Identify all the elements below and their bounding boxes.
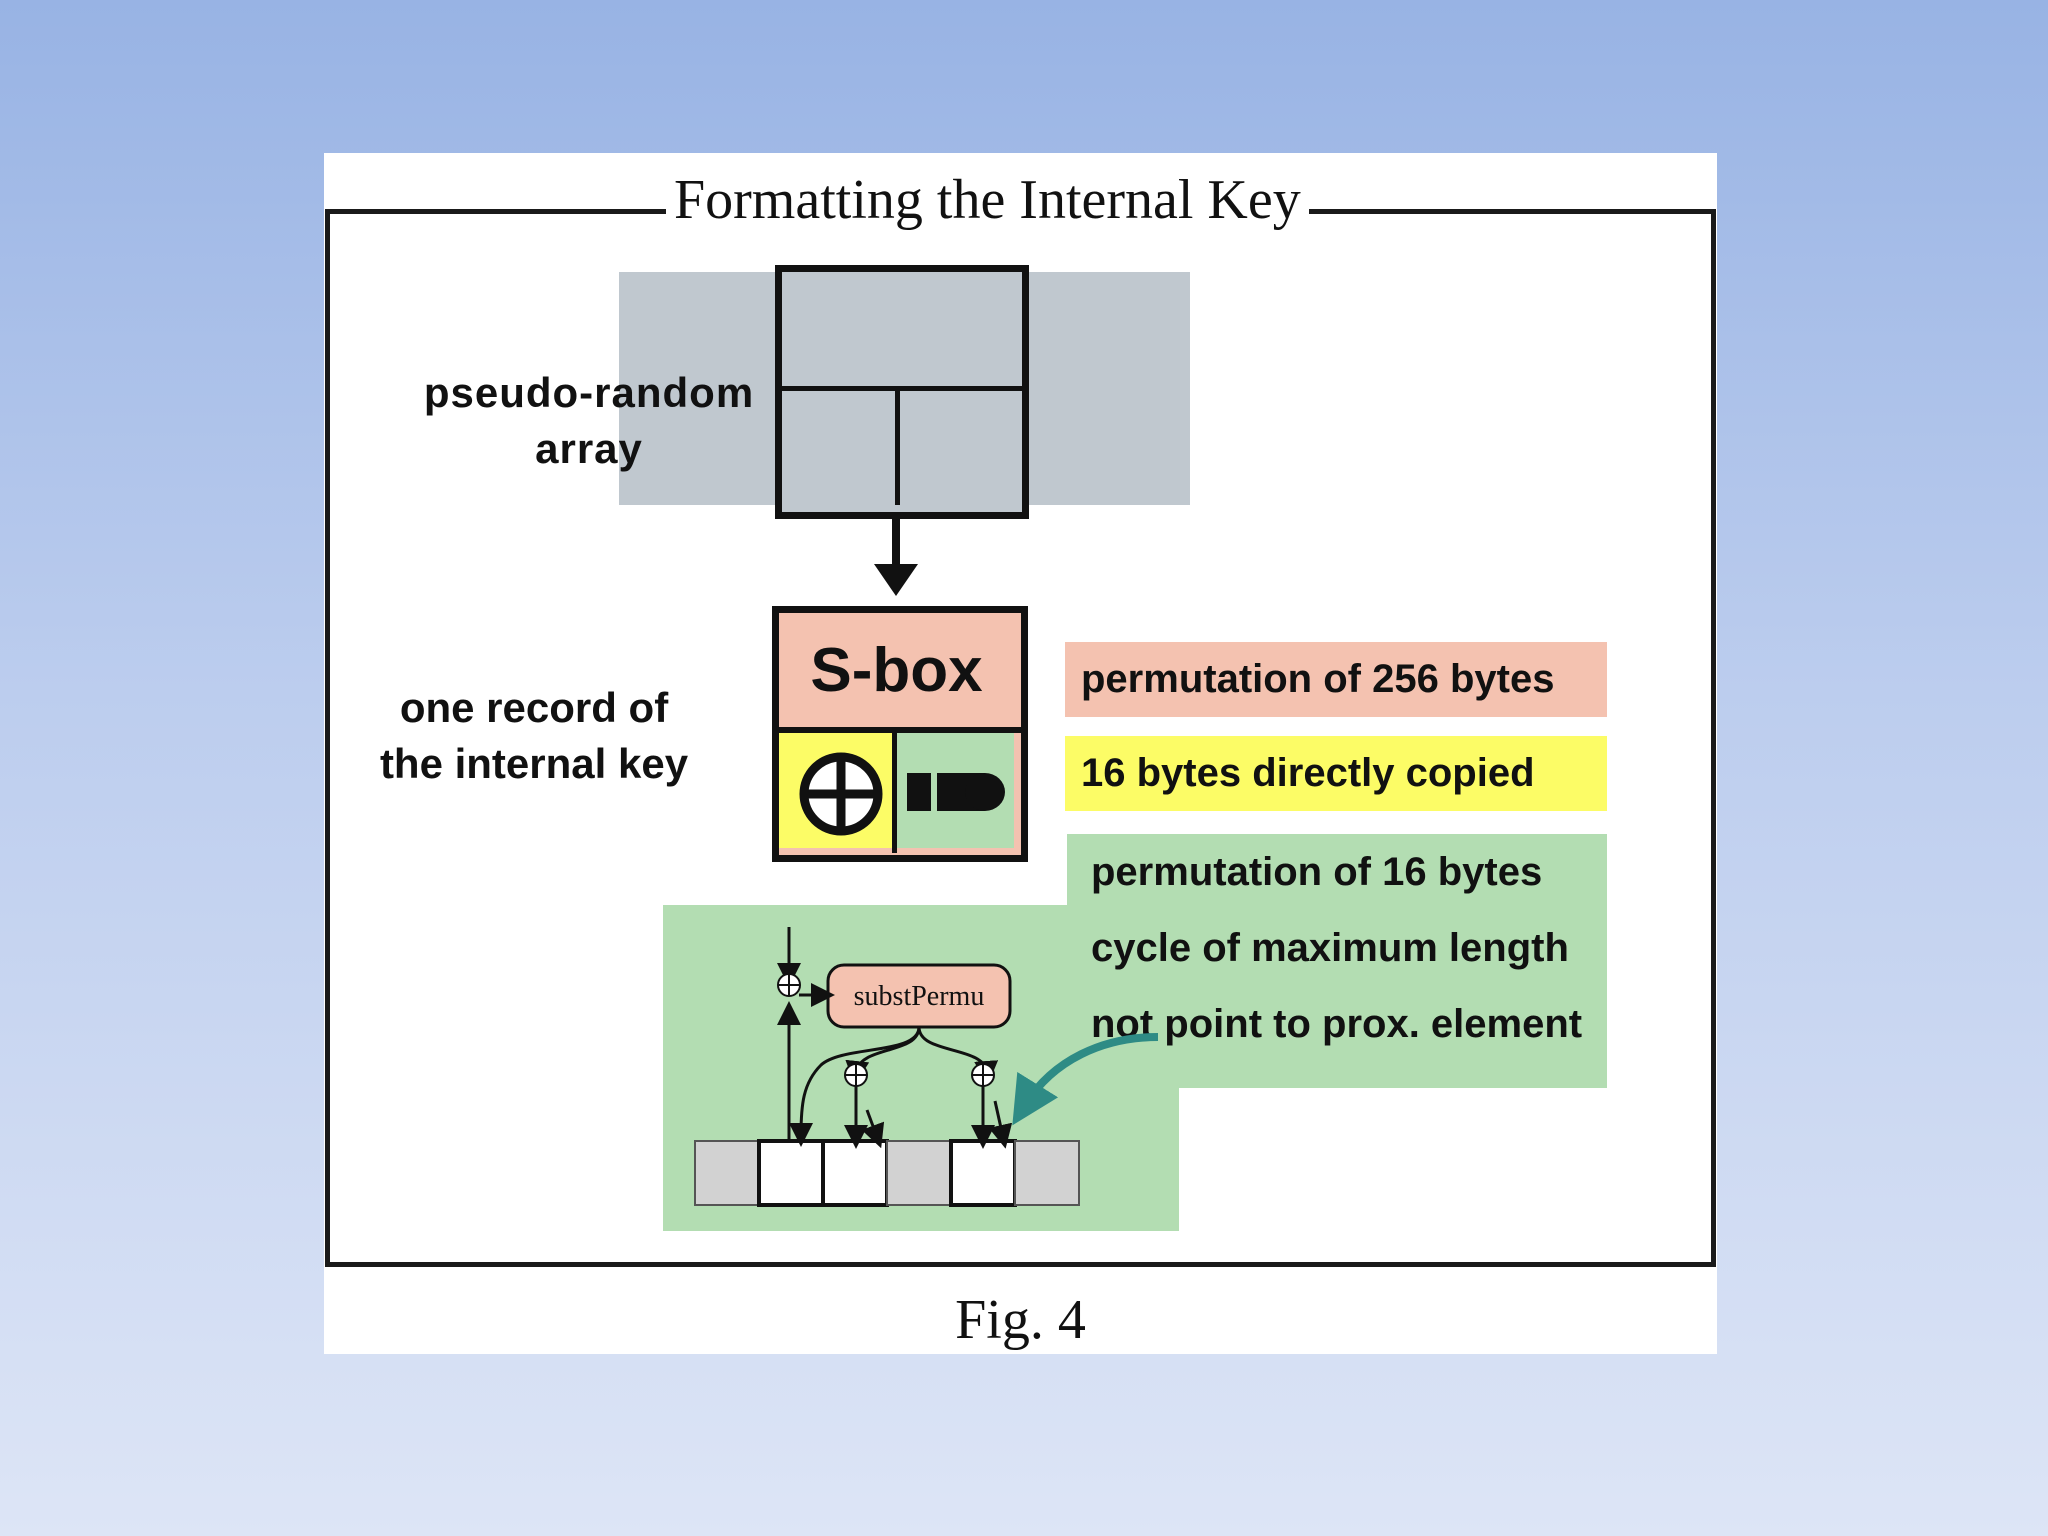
curved-arrow-icon <box>1012 1033 1159 1126</box>
array-divider-horizontal <box>775 386 1029 391</box>
figure-card: Formatting the Internal Key pseudo-rando… <box>324 153 1717 1354</box>
cylinder-icon <box>907 773 1005 811</box>
array-cells <box>694 1139 1080 1207</box>
subst-permu-diagram: substPermu <box>694 927 1159 1207</box>
record-label-line2: the internal key <box>379 740 689 787</box>
xor-icon <box>799 752 883 836</box>
internal-key-record-label: one record of the internal key <box>354 680 714 792</box>
array-divider-vertical <box>895 388 900 505</box>
figure-title: Formatting the Internal Key <box>666 167 1309 235</box>
subst-permu-label: substPermu <box>854 981 985 1012</box>
record-divider-horizontal <box>772 727 1028 733</box>
pseudo-random-label-line1: pseudo-random <box>423 369 755 416</box>
record-label-line1: one record of <box>399 684 669 731</box>
record-divider-vertical <box>892 733 897 853</box>
permu-item-2: cycle of maximum length <box>1091 926 1569 970</box>
pseudo-random-label: pseudo-random array <box>369 365 809 477</box>
sbox-label: S-box <box>810 636 983 705</box>
down-arrow-icon <box>874 564 918 596</box>
figure-caption: Fig. 4 <box>955 1289 1086 1351</box>
permu-item-3: not point to prox. element <box>1091 1002 1583 1046</box>
pseudo-random-array-box <box>775 265 1029 519</box>
pseudo-random-label-line2: array <box>535 425 643 472</box>
permu-item-1: permutation of 16 bytes <box>1091 850 1543 894</box>
permutation-description-list: permutation of 16 bytes cycle of maximum… <box>1067 834 1607 1062</box>
sbox-description-bar: permutation of 256 bytes <box>1065 642 1607 717</box>
xor-small-icons <box>777 973 995 1087</box>
down-arrow-shaft <box>892 518 900 566</box>
copied-description-bar: 16 bytes directly copied <box>1065 736 1607 811</box>
